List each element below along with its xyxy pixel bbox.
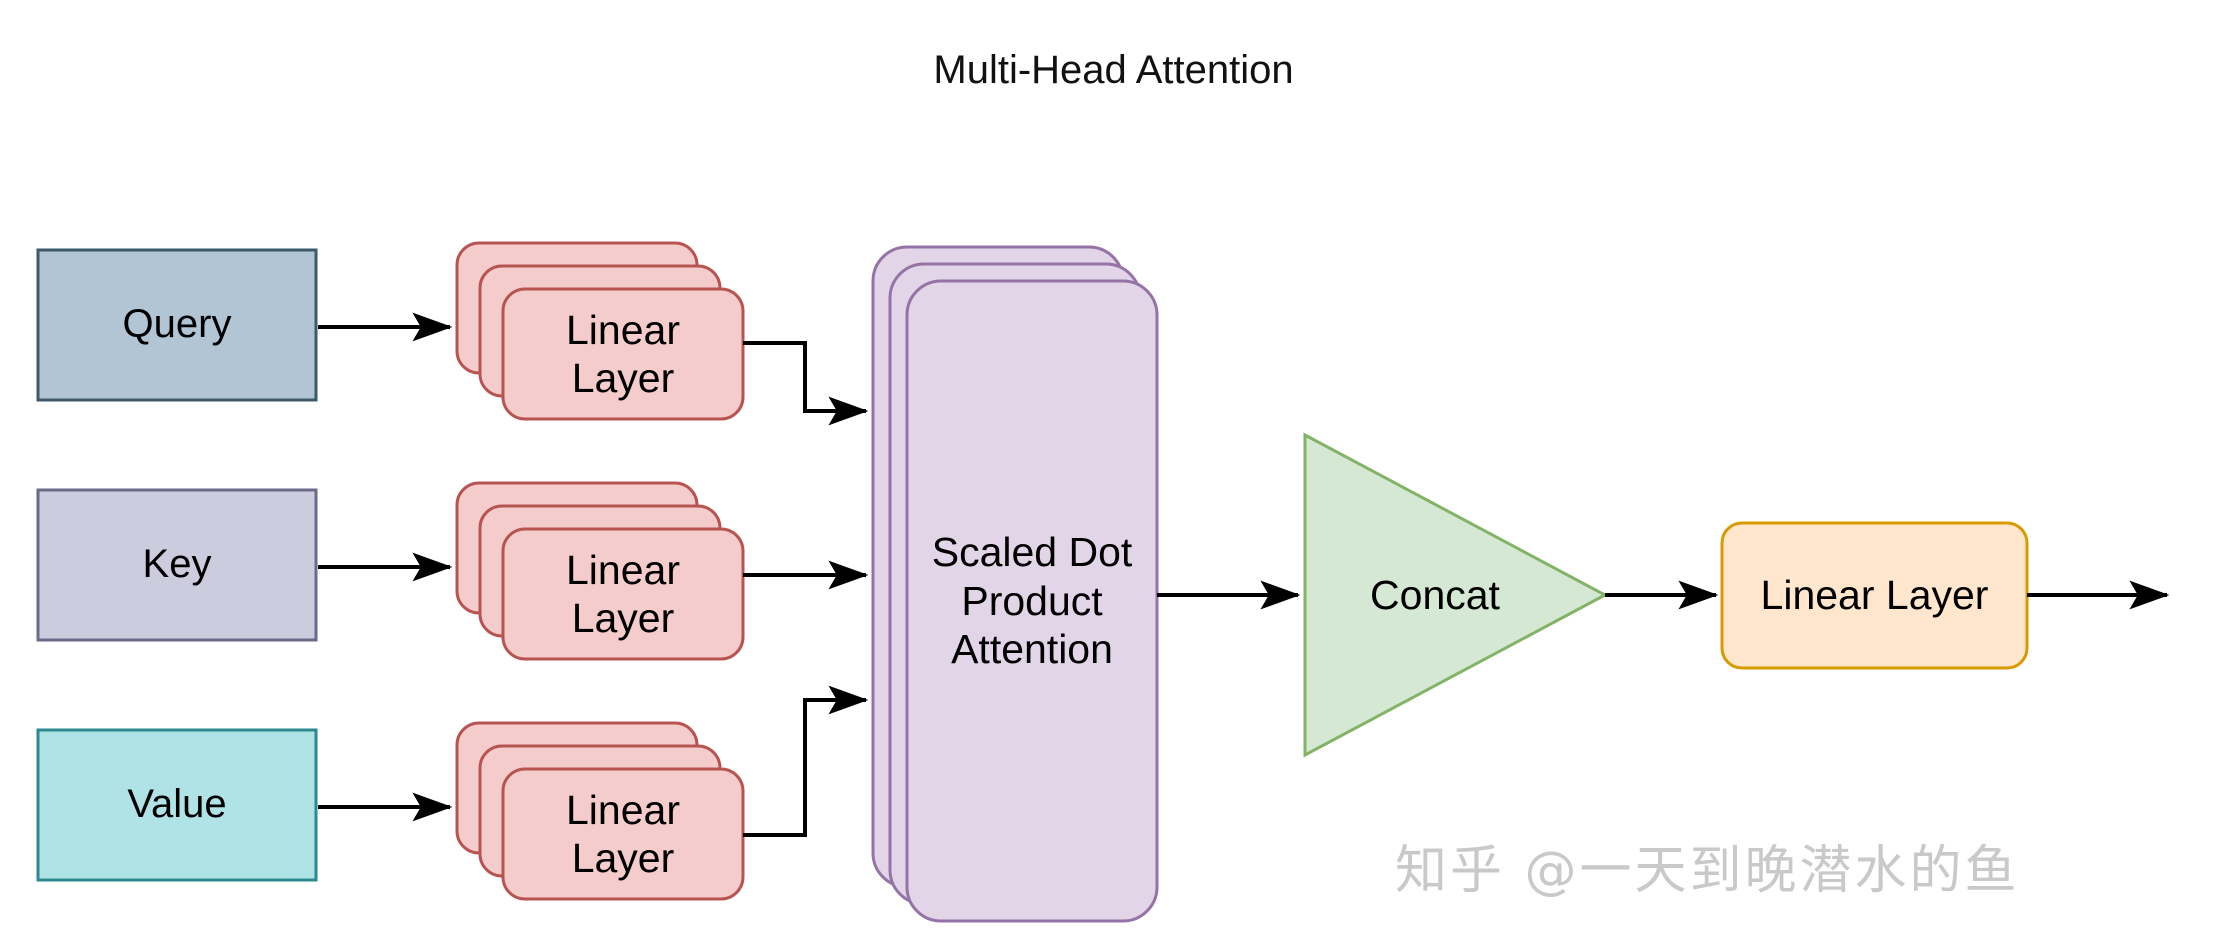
input-box-query[interactable] bbox=[36, 248, 318, 402]
linear-layer-stack-value[interactable] bbox=[455, 721, 745, 901]
watermark: 知乎 @一天到晚潜水的鱼 bbox=[1395, 841, 2020, 901]
linear-layer-card-front bbox=[501, 767, 745, 901]
input-box-value[interactable] bbox=[36, 728, 318, 882]
page-title: Multi-Head Attention bbox=[933, 48, 1294, 92]
attention-stack[interactable] bbox=[871, 245, 1159, 923]
output-linear-layer-box[interactable] bbox=[1720, 521, 2029, 670]
linear-layer-stack-key[interactable] bbox=[455, 481, 745, 661]
concat-triangle[interactable] bbox=[1303, 432, 1609, 758]
linear-layer-card-front bbox=[501, 287, 745, 421]
input-box-key[interactable] bbox=[36, 488, 318, 642]
linear-layer-stack-query[interactable] bbox=[455, 241, 745, 421]
connector-linear-value-to-attention bbox=[743, 685, 869, 837]
linear-layer-card-front bbox=[501, 527, 745, 661]
attention-card-front bbox=[905, 279, 1159, 923]
connector-linear-query-to-attention bbox=[743, 341, 869, 426]
